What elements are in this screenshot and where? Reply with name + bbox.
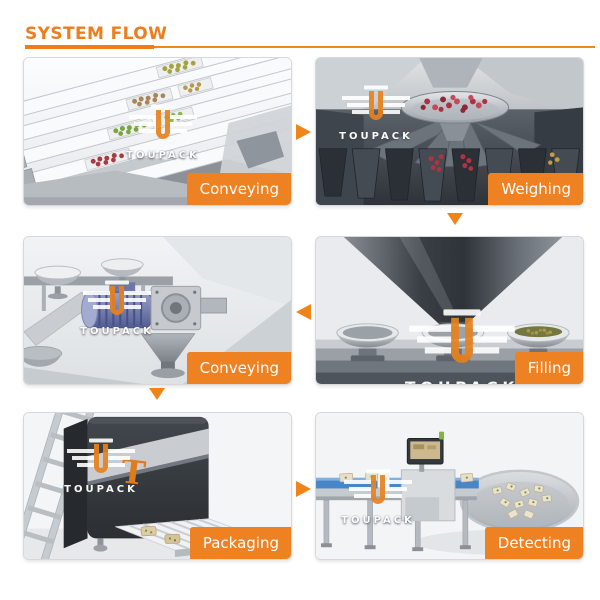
flow-panel-detecting: TOUPACK Detecting [315,412,584,560]
page-title: SYSTEM FLOW [25,24,168,44]
panel-label-detecting: Detecting [484,527,583,559]
flow-panel-conveying-2: TOUPACK Conveying [23,236,292,385]
flow-panel-conveying-1: TOUPACK Conveying [23,57,292,206]
title-divider-accent [25,45,154,49]
arrow-left-icon [296,304,311,320]
panel-label-filling: Filling [514,352,583,384]
machine-monogram: T [119,451,148,492]
arrow-right-icon [296,124,311,140]
arrow-down-icon [149,388,165,400]
flow-panel-packaging: T [23,412,292,560]
flow-panel-weighing: TOUPACK Weighing [315,57,584,206]
flow-panel-filling: TOUPACK Filling [315,236,584,385]
panel-label-conveying-1: Conveying [186,173,291,205]
panel-label-packaging: Packaging [189,527,291,559]
arrow-down-icon [447,213,463,225]
title-divider [25,46,595,48]
panel-label-conveying-2: Conveying [186,352,291,384]
arrow-right-icon [296,481,311,497]
panel-label-weighing: Weighing [488,173,583,205]
